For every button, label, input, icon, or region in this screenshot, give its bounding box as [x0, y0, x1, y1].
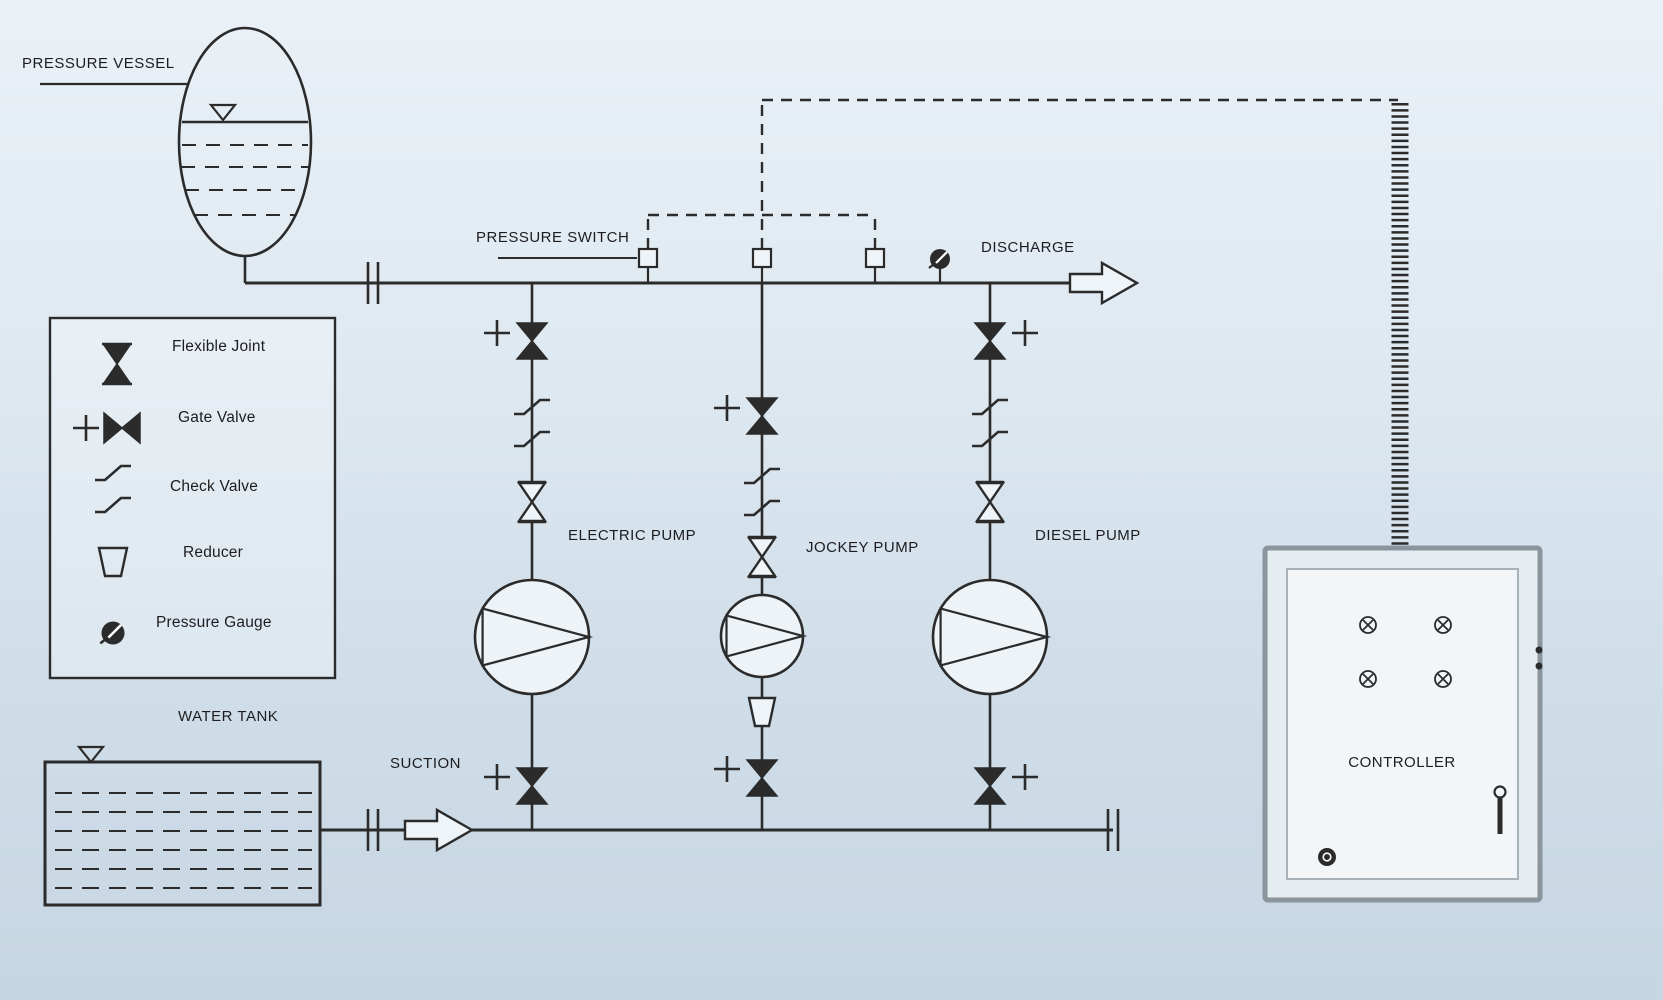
jockey-pump-icon [719, 593, 805, 679]
controller-inner-door [1286, 568, 1519, 880]
controller-label: CONTROLLER [1348, 754, 1456, 771]
pressure-switch-icon [864, 247, 886, 269]
legend-item-label: Check Valve [170, 478, 258, 495]
water-level-icon [77, 745, 105, 764]
valve-handle-icon [712, 754, 742, 784]
valve-handle-icon [482, 318, 512, 348]
water-tank [43, 745, 322, 907]
jockey-pump-branch [712, 393, 805, 797]
electric-pump-icon [473, 578, 591, 696]
legend-reducer-icon [97, 546, 129, 578]
hinge-icon [1535, 662, 1543, 670]
gate-valve-icon [516, 767, 548, 805]
pressure-switch-icon [751, 247, 773, 269]
legend: Flexible Joint Gate Valve Check Valve Re… [48, 316, 337, 680]
legend-item-label: Gate Valve [178, 409, 256, 426]
pressure-switch-label: PRESSURE SWITCH [476, 229, 629, 246]
legend-item-label: Pressure Gauge [156, 614, 272, 631]
flexible-joint-icon [746, 535, 778, 579]
electric-pump-label: ELECTRIC PUMP [568, 527, 696, 544]
flexible-joint-icon [974, 480, 1006, 524]
legend-flexible-joint-icon [102, 342, 132, 386]
pressure-gauge-icon [927, 247, 952, 271]
hinge-icon [1535, 646, 1543, 654]
discharge-label: DISCHARGE [981, 239, 1075, 256]
pressure-switch-assembly [498, 247, 886, 283]
control-wiring [646, 98, 1398, 249]
pressure-vessel-label: PRESSURE VESSEL [22, 55, 175, 72]
diesel-pump-icon [931, 578, 1049, 696]
gate-valve-icon [974, 322, 1006, 360]
legend-item-label: Reducer [183, 544, 243, 561]
gate-valve-icon [746, 397, 778, 435]
diesel-pump-label: DIESEL PUMP [1035, 527, 1141, 544]
flexible-joint-icon [516, 480, 548, 524]
pressure-switch-icon [637, 247, 659, 269]
valve-handle-icon [1010, 318, 1040, 348]
legend-box [48, 316, 337, 680]
gate-valve-icon [516, 322, 548, 360]
legend-item-label: Flexible Joint [172, 338, 266, 355]
gate-valve-icon [746, 759, 778, 797]
valve-handle-icon [482, 762, 512, 792]
suction-arrow-icon [403, 807, 475, 853]
reducer-icon [747, 696, 777, 728]
discharge-arrow-icon [1068, 260, 1140, 306]
valve-handle-icon [712, 393, 742, 423]
water-tank-label: WATER TANK [178, 708, 278, 725]
door-handle-icon [1493, 785, 1507, 834]
panel-lock-icon [1318, 848, 1336, 866]
gate-valve-icon [974, 767, 1006, 805]
suction-label: SUCTION [390, 755, 461, 772]
water-level-icon [209, 103, 237, 122]
jockey-pump-label: JOCKEY PUMP [806, 539, 919, 556]
valve-handle-icon [1010, 762, 1040, 792]
pressure-vessel [177, 26, 313, 258]
controller-panel: CONTROLLER [1262, 545, 1543, 903]
